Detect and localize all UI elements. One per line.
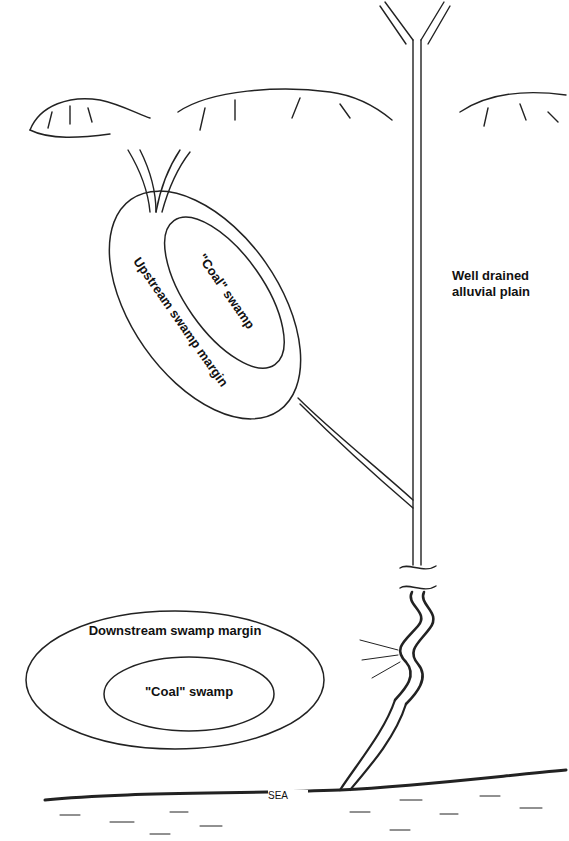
swamp-margin-region: Upstream swamp margin"Coal" swamp — [69, 155, 341, 454]
sea-label: SEA — [268, 790, 308, 803]
hill-outline — [460, 93, 566, 112]
region-name: Upstream swamp margin — [99, 212, 260, 434]
swamp-margin-region: Downstream swamp margin "Coal" swamp — [25, 610, 325, 750]
region-name: Downstream swamp margin — [25, 624, 325, 639]
region-name: "Coal" swamp — [169, 215, 283, 369]
region-name: "Coal" swamp — [103, 685, 275, 700]
coal-swamp-region: "Coal" swamp — [103, 656, 275, 732]
plain-label: Well drained alluvial plain — [452, 268, 560, 301]
hill-outline — [178, 89, 392, 120]
swamp-outline — [69, 155, 341, 454]
hill-outline — [30, 99, 150, 130]
